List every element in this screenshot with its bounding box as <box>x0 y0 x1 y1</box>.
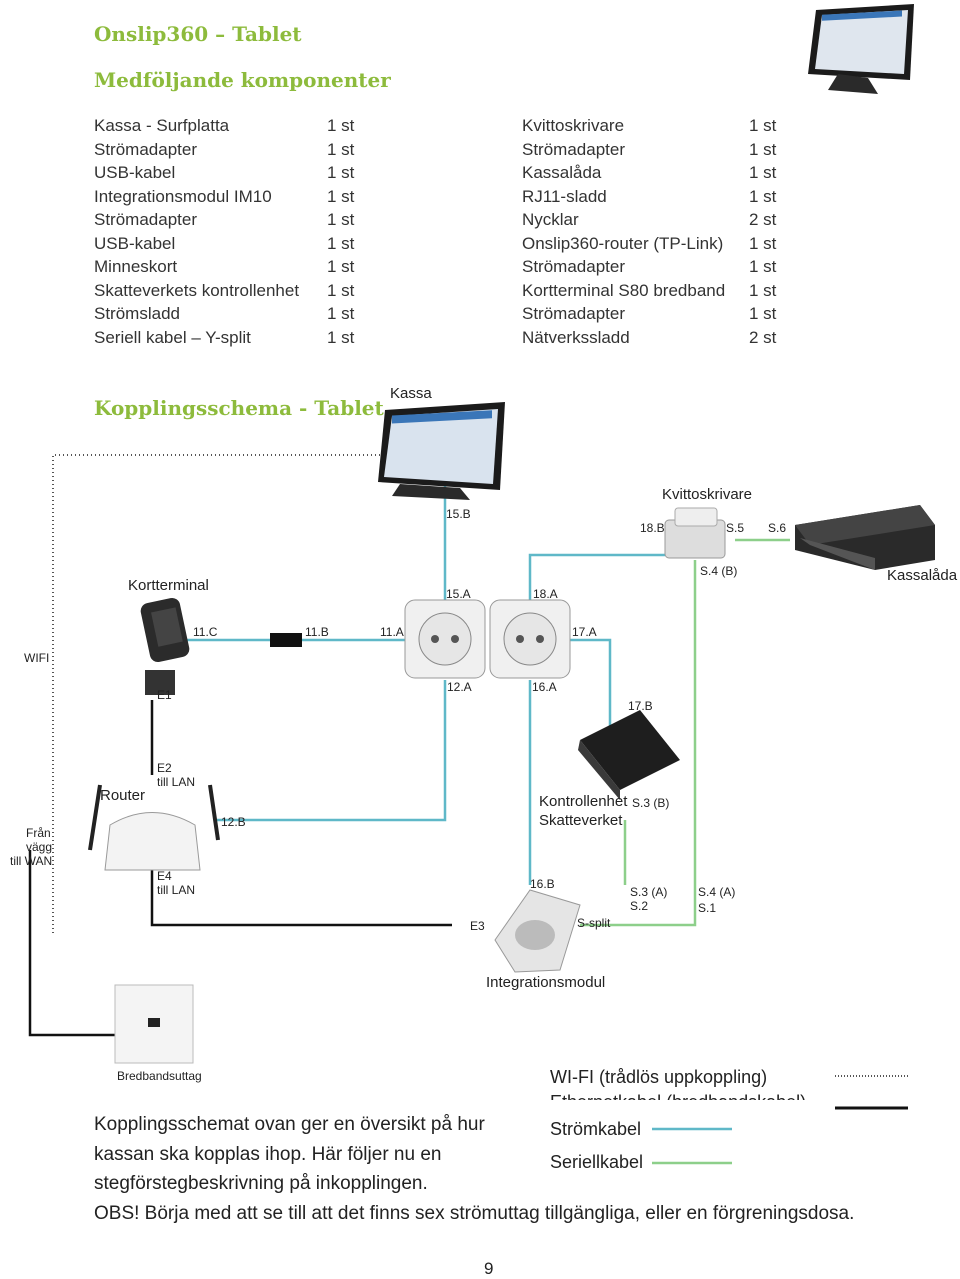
port-label: 15.B <box>446 507 471 521</box>
integration-module-device <box>494 889 581 973</box>
description-paragraph: Kopplingsschemat ovan ger en översikt på… <box>94 1114 485 1194</box>
device-label-kontrollenhet-1: Kontrollenhet <box>539 793 628 810</box>
port-label: 16.A <box>532 680 557 694</box>
port-label: E3 <box>470 919 485 933</box>
device-label-kvittoskrivare: Kvittoskrivare <box>662 486 752 503</box>
port-label: 17.A <box>572 625 597 639</box>
device-label-kortterminal: Kortterminal <box>128 577 209 594</box>
port-label: till LAN <box>157 775 195 789</box>
legend-label-wifi: WI-FI (trådlös uppkoppling) <box>550 1067 767 1087</box>
power-outlet-2 <box>489 599 571 679</box>
port-label: 11.B <box>305 625 329 639</box>
power-outlet-1 <box>404 599 486 679</box>
serial-lines <box>580 538 790 927</box>
printer-device <box>664 507 726 559</box>
control-unit-device <box>578 710 680 800</box>
port-label: till LAN <box>157 883 195 897</box>
port-label: 15.A <box>446 587 471 601</box>
port-label: S.4 (A) <box>698 885 735 899</box>
port-label: 11.C <box>193 625 218 639</box>
wiring-diagram: Kassa Kvittoskrivare Kassalåda Korttermi… <box>10 385 958 1100</box>
port-label: E2 <box>157 761 172 775</box>
wifi-lines <box>52 454 380 935</box>
power-lines <box>185 485 665 885</box>
label-wifi: WIFI <box>24 651 49 665</box>
device-label-kontrollenhet-2: Skatteverket <box>539 812 623 829</box>
port-label: 18.B <box>640 521 665 535</box>
port-label: 12.A <box>447 680 472 694</box>
ethernet-lines <box>28 633 452 1037</box>
wall-socket-device <box>114 984 194 1064</box>
port-label: S.3 (A) <box>630 885 667 899</box>
port-label: 18.A <box>533 587 558 601</box>
device-label-kassa: Kassa <box>390 385 432 402</box>
port-label: S.5 <box>726 521 744 535</box>
device-label-bredbandsuttag: Bredbandsuttag <box>117 1069 202 1083</box>
port-label: S.3 (B) <box>632 796 669 810</box>
page-number: 9 <box>484 1259 494 1278</box>
kassa-device <box>378 402 505 500</box>
port-label: S.1 <box>698 901 716 915</box>
components-heading: Medföljande komponenter <box>94 68 391 92</box>
obs-note: OBS! Börja med att se till att det finns… <box>94 1203 855 1224</box>
port-label: 16.B <box>530 877 555 891</box>
schema-heading: Kopplingsschema - Tablet <box>94 396 384 420</box>
port-label: S.4 (B) <box>700 564 737 578</box>
port-label: S.2 <box>630 899 648 913</box>
port-label: S-split <box>577 916 611 930</box>
label-from-wall-1: Från <box>26 826 51 840</box>
label-from-wall-3: till WAN <box>10 854 52 868</box>
legend-label-seriell: Seriellkabel <box>550 1152 643 1172</box>
device-label-kassalada: Kassalåda <box>887 567 958 584</box>
port-label: E1 <box>157 688 172 702</box>
router-device <box>88 784 220 871</box>
card-terminal-device <box>140 597 190 695</box>
legend-lower: Strömkabel Seriellkabel <box>550 1106 908 1172</box>
cashdrawer-device <box>795 505 935 570</box>
legend-label-strom: Strömkabel <box>550 1119 641 1139</box>
port-label: 11.A <box>380 625 404 639</box>
port-label: E4 <box>157 869 172 883</box>
port-label: 17.B <box>628 699 653 713</box>
device-label-router: Router <box>100 787 145 804</box>
label-from-wall-2: vägg <box>26 840 52 854</box>
page-title: Onslip360 – Tablet <box>94 22 302 46</box>
port-label: S.6 <box>768 521 786 535</box>
legend: WI-FI (trådlös uppkoppling) Ethernetkabe… <box>550 1067 908 1100</box>
port-label: 12.B <box>221 815 246 829</box>
list-item: Onslip360-router (TP-Link)1 st <box>522 233 777 253</box>
tablet-image <box>808 4 914 94</box>
device-label-integrationsmodul: Integrationsmodul <box>486 974 605 991</box>
legend-label-ethernet: Ethernetkabel (bredbandskabel) <box>550 1092 806 1100</box>
